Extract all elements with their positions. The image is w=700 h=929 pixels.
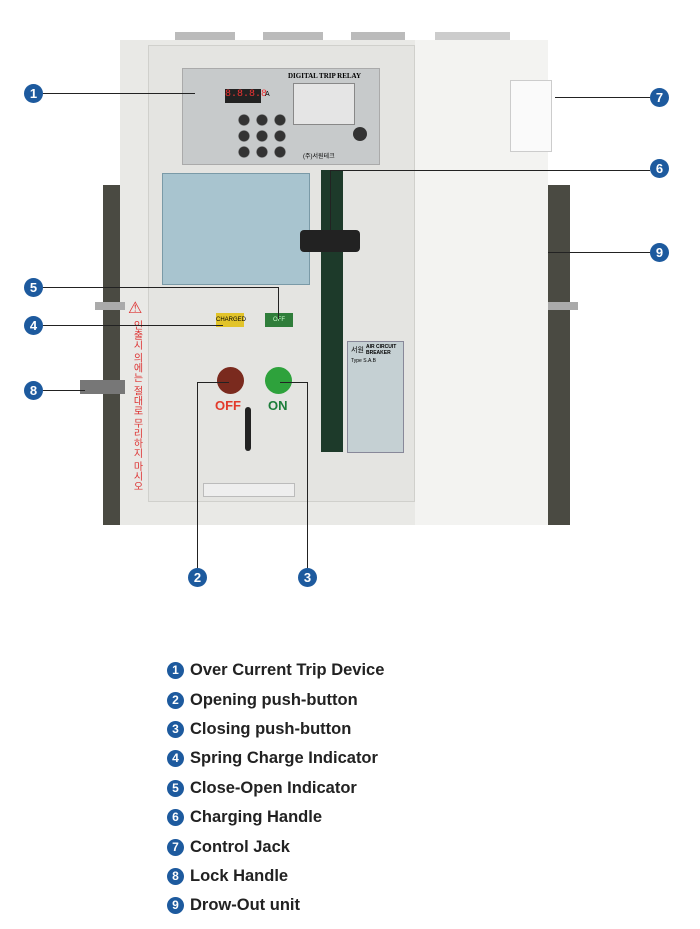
digital-trip-relay: DIGITAL TRIP RELAY 8.8.8.8 A (주)서원테크	[182, 68, 380, 165]
callout-4: 4	[24, 316, 43, 335]
setting-dials[interactable]	[238, 114, 288, 159]
legend-item: 3 Closing push-button	[167, 715, 384, 744]
legend-label: Close-Open Indicator	[190, 778, 357, 797]
nameplate-title: AIR CIRCUIT BREAKER	[366, 344, 397, 356]
legend-label: Charging Handle	[190, 808, 323, 827]
instruction-label	[162, 173, 310, 285]
legend-number: 7	[167, 838, 184, 856]
warning-text: 인출시 의에는 절대로 무리하지 마시오	[131, 320, 142, 492]
nameplate-kr: 서원	[351, 347, 364, 354]
callout-3: 3	[298, 568, 317, 587]
charging-handle[interactable]	[300, 230, 360, 252]
legend-label: Drow-Out unit	[190, 896, 300, 915]
legend-number: 4	[167, 750, 184, 768]
legend-number: 3	[167, 720, 184, 738]
left-drawout-rail	[103, 185, 125, 525]
legend-number: 5	[167, 779, 184, 797]
legend-item: 7 Control Jack	[167, 832, 384, 861]
off-push-button[interactable]	[217, 367, 244, 394]
legend-item: 1 Over Current Trip Device	[167, 656, 384, 685]
legend-number: 1	[167, 662, 184, 680]
legend-label: Spring Charge Indicator	[190, 749, 378, 768]
on-push-button[interactable]	[265, 367, 292, 394]
handle-track	[321, 170, 343, 452]
legend-label: Opening push-button	[190, 690, 358, 709]
legend-item: 9 Drow-Out unit	[167, 891, 384, 920]
right-drawout-rail	[546, 185, 570, 525]
warning-icon: ⚠	[128, 300, 143, 317]
on-label: ON	[268, 398, 288, 413]
relay-brand: (주)서원테크	[303, 154, 335, 160]
legend-number: 2	[167, 691, 184, 709]
legend-label: Control Jack	[190, 837, 290, 856]
legend-item: 2 Opening push-button	[167, 685, 384, 714]
legend-label: Closing push-button	[190, 719, 352, 738]
callout-6: 6	[650, 159, 669, 178]
trip-curve	[293, 83, 355, 125]
callout-8: 8	[24, 381, 43, 400]
legend-item: 8 Lock Handle	[167, 862, 384, 891]
legend: 1 Over Current Trip Device 2 Opening push-…	[167, 656, 384, 921]
test-button[interactable]	[353, 127, 367, 141]
control-jack[interactable]	[510, 80, 552, 152]
relay-title: DIGITAL TRIP RELAY	[288, 72, 362, 80]
legend-item: 4 Spring Charge Indicator	[167, 744, 384, 773]
legend-label: Lock Handle	[190, 866, 289, 885]
nameplate-type: Type S.A.B	[351, 358, 377, 364]
off-label: OFF	[215, 398, 241, 413]
callout-7: 7	[650, 88, 669, 107]
legend-label: Over Current Trip Device	[190, 661, 385, 680]
legend-number: 6	[167, 809, 184, 827]
callout-2: 2	[188, 568, 207, 587]
callout-9: 9	[650, 243, 669, 262]
side-knob-right	[548, 302, 578, 310]
display-unit: A	[265, 91, 270, 98]
current-display: 8.8.8.8	[225, 89, 267, 103]
lock-handle[interactable]	[80, 380, 125, 394]
side-knob-left	[95, 302, 125, 310]
nameplate: 서원 AIR CIRCUIT BREAKER Type S.A.B	[347, 341, 404, 453]
legend-number: 8	[167, 867, 184, 885]
legend-item: 5 Close-Open Indicator	[167, 774, 384, 803]
spring-charge-indicator: CHARGED	[216, 313, 246, 327]
callout-5: 5	[24, 278, 43, 297]
maker-plate	[203, 483, 295, 497]
callout-1: 1	[24, 84, 43, 103]
close-open-indicator: OFF	[265, 313, 293, 327]
legend-item: 6 Charging Handle	[167, 803, 384, 832]
manual-slot	[245, 407, 251, 451]
legend-number: 9	[167, 897, 184, 915]
